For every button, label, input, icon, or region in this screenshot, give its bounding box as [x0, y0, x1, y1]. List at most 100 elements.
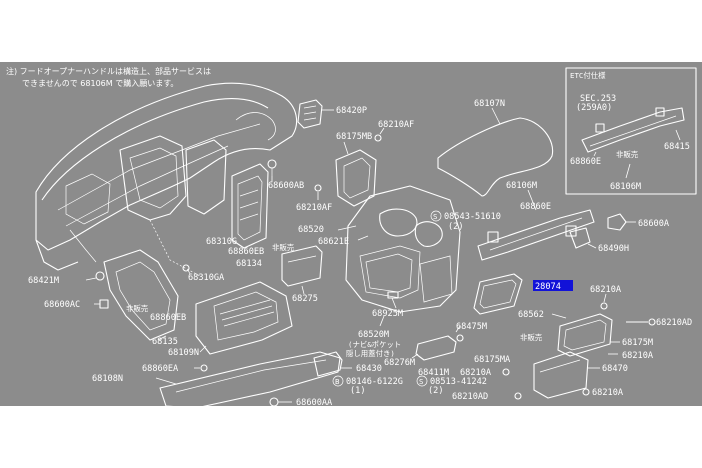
part-08513-bolt: S — [416, 375, 428, 387]
part-68276m-lid — [411, 335, 457, 361]
label-68108n[interactable]: 68108N — [92, 374, 123, 384]
label-08543-51610[interactable]: 08543-51610 — [444, 212, 501, 222]
part-68600a-clip — [607, 213, 636, 231]
part-68420p-shape — [297, 99, 334, 129]
instrument-panel-illustration — [35, 82, 298, 277]
label-hibaibai-1: 非販売 — [272, 243, 294, 252]
etc-inset-hibaibai: 非販売 — [616, 150, 638, 159]
label-68109n[interactable]: 68109N — [168, 348, 199, 358]
part-68310ga-clip — [182, 264, 191, 275]
label-navi-line-1: (ナビ&ポケット — [348, 340, 401, 349]
part-68109n-panel — [195, 281, 293, 355]
part-68210a-upper-screw — [600, 293, 608, 310]
label-68430[interactable]: 68430 — [356, 364, 382, 374]
label-68210ad-upper[interactable]: 68210AD — [656, 318, 692, 328]
label-68600ac[interactable]: 68600AC — [44, 300, 80, 310]
etc-inset: ETC付仕様 SEC.253 (259A0) 68860E 非販売 68415 … — [565, 67, 697, 195]
highlight-28074-box[interactable] — [533, 280, 573, 291]
etc-inset-title: ETC付仕様 — [570, 71, 606, 80]
part-68210af-upper-screw — [374, 127, 385, 142]
label-68600a[interactable]: 68600A — [638, 219, 670, 229]
part-68210af-lower-screw — [314, 184, 322, 200]
etc-inset-label-68860e[interactable]: 68860E — [570, 157, 601, 167]
part-68310g-bracket — [231, 163, 269, 249]
etc-inset-sec-ref: (259A0) — [576, 103, 612, 113]
note-line-2: できませんので 68106M で購入願います。 — [22, 78, 178, 88]
circle-s-08513: S — [419, 377, 423, 386]
label-hibaibai-3: 非販売 — [520, 333, 542, 342]
part-68210a-lower-screws — [502, 368, 590, 400]
etc-inset-label-68106m[interactable]: 68106M — [610, 182, 641, 192]
label-68860eb-lower[interactable]: 68860EB — [150, 313, 186, 323]
part-68860ea-clip — [194, 364, 208, 372]
label-68520m[interactable]: 68520M — [358, 330, 389, 340]
label-08146-qty: (1) — [350, 386, 366, 396]
part-68175mb-shape — [335, 141, 377, 207]
label-68470[interactable]: 68470 — [602, 364, 628, 374]
label-68860e[interactable]: 68860E — [520, 202, 551, 212]
part-68925m-clip — [387, 291, 399, 309]
part-68490h-clip — [569, 227, 597, 249]
label-68310ga[interactable]: 68310GA — [188, 273, 225, 283]
etc-inset-bracket — [581, 107, 685, 153]
circle-s-08543: S — [433, 212, 437, 221]
label-68210af-lower[interactable]: 68210AF — [296, 203, 332, 213]
part-center-console — [337, 185, 461, 313]
label-68310g[interactable]: 68310G — [206, 237, 237, 247]
etc-inset-sec[interactable]: SEC.253 — [580, 94, 616, 104]
label-68421m[interactable]: 68421M — [28, 276, 59, 286]
part-68421m-clip — [85, 271, 105, 281]
circle-b-08146: B — [335, 377, 340, 386]
part-68470-bracket — [533, 351, 600, 399]
label-68275[interactable]: 68275 — [292, 294, 318, 304]
note-line-1: 注) フードオープナーハンドルは構造上、部品サービスは — [6, 66, 211, 76]
label-68600ab[interactable]: 68600AB — [268, 181, 304, 191]
part-68562-ashtray — [551, 313, 613, 357]
label-68210a-upper[interactable]: 68210A — [590, 285, 622, 295]
label-68475m[interactable]: 68475M — [456, 322, 487, 332]
label-68175ma[interactable]: 68175MA — [474, 355, 511, 365]
label-28074[interactable]: 28074 — [535, 282, 561, 292]
label-68210af-upper[interactable]: 68210AF — [378, 120, 414, 130]
label-68107n[interactable]: 68107N — [474, 99, 505, 109]
label-68420p[interactable]: 68420P — [336, 106, 367, 116]
label-68925m[interactable]: 68925M — [372, 309, 403, 319]
label-08543-qty: (2) — [448, 222, 464, 232]
label-68411m[interactable]: 68411M — [418, 368, 449, 378]
label-68175mb[interactable]: 68175MB — [336, 132, 372, 142]
label-68621e[interactable]: 68621E — [318, 237, 349, 247]
etc-inset-label-68415[interactable]: 68415 — [664, 142, 690, 152]
part-08543-screw: S — [430, 210, 442, 222]
label-hibaibai-2: 非販売 — [126, 304, 148, 313]
label-08146-6122g[interactable]: 08146-6122G — [346, 377, 403, 387]
label-68106m[interactable]: 68106M — [506, 181, 537, 191]
label-68860ea[interactable]: 68860EA — [142, 364, 179, 374]
part-08146-bolt: B — [332, 375, 344, 387]
label-68276m[interactable]: 68276M — [384, 358, 415, 368]
label-68520[interactable]: 68520 — [298, 225, 324, 235]
diagram-background — [0, 62, 702, 406]
part-68275-tray — [281, 245, 323, 295]
leader-68520m — [379, 315, 385, 327]
part-68475m-clip — [455, 325, 464, 342]
label-68210a-lower-left[interactable]: 68210A — [460, 368, 492, 378]
part-68107n-shape — [437, 107, 554, 197]
part-68210ad-upper-screw — [626, 318, 656, 326]
label-navi-line-2: 隠し用蓋付き) — [346, 349, 395, 358]
label-68175m[interactable]: 68175M — [622, 338, 653, 348]
label-68860eb-upper[interactable]: 68860EB — [228, 247, 264, 257]
etc-inset-frame — [565, 67, 697, 195]
part-68600ac-clip — [94, 299, 109, 309]
part-68600aa-clip — [269, 397, 292, 407]
label-68490h[interactable]: 68490H — [598, 244, 629, 254]
label-08513-41242[interactable]: 08513-41242 — [430, 377, 487, 387]
part-28074-frame — [473, 273, 523, 315]
label-68600aa[interactable]: 68600AA — [296, 398, 333, 408]
label-68210a-lower-right[interactable]: 68210A — [592, 388, 624, 398]
label-68134[interactable]: 68134 — [236, 259, 262, 269]
label-68135[interactable]: 68135 — [152, 337, 178, 347]
label-68562[interactable]: 68562 — [518, 310, 544, 320]
label-68210ad-lower[interactable]: 68210AD — [452, 392, 488, 402]
label-68210a-mid[interactable]: 68210A — [622, 351, 654, 361]
